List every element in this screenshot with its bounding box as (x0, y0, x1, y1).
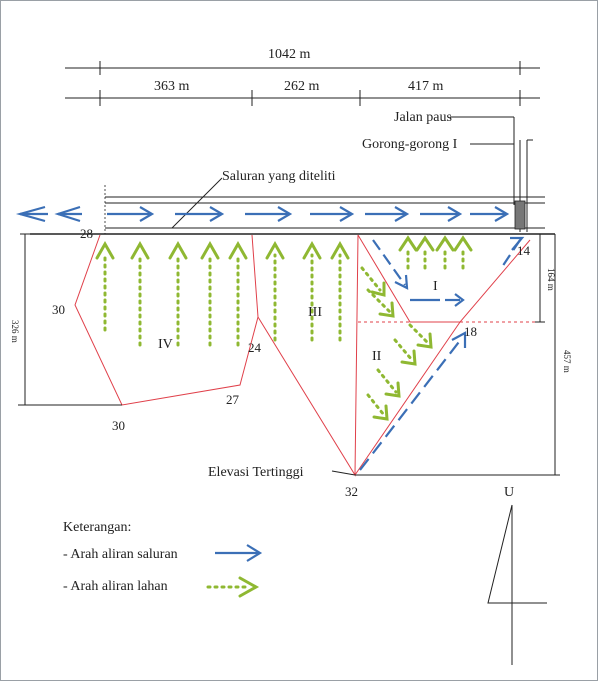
land-flow-arrows (95, 235, 473, 421)
zone-i: I (433, 279, 438, 294)
dim-seg3: 417 m (408, 79, 444, 94)
point-30-bottom: 30 (112, 418, 125, 433)
dim-right-small: 164 m (546, 268, 556, 291)
dim-seg2: 262 m (284, 79, 320, 94)
culvert-marker (514, 200, 526, 230)
point-14: 14 (517, 243, 531, 258)
north-label: U (504, 485, 514, 500)
point-18: 18 (464, 324, 477, 339)
zone-ii: II (372, 349, 382, 364)
label-saluran: Saluran yang diteliti (222, 169, 336, 184)
dim-right-large: 457 m (562, 350, 572, 373)
point-30-left: 30 (52, 302, 65, 317)
dimension-lines (65, 61, 540, 106)
dim-seg1: 363 m (154, 79, 190, 94)
north-arrow-icon: U (487, 485, 547, 665)
label-gorong-gorong: Gorong-gorong I (362, 137, 458, 152)
zone-iv: IV (158, 337, 173, 352)
legend: Keterangan: - Arah aliran saluran - Arah… (63, 520, 263, 598)
label-elevasi: Elevasi Tertinggi (208, 465, 304, 480)
point-32: 32 (345, 484, 358, 499)
dim-total: 1042 m (268, 47, 311, 62)
point-28: 28 (80, 226, 93, 241)
label-jalan-paus: Jalan paus (394, 110, 452, 125)
dim-left-height: 326 m (10, 320, 20, 343)
point-27: 27 (226, 392, 240, 407)
legend-item-channel: - Arah aliran saluran (63, 547, 178, 562)
channel-flow-arrows (15, 205, 510, 223)
legend-item-land: - Arah aliran lahan (63, 579, 168, 594)
legend-land-arrow-icon (206, 576, 260, 598)
zone-flow-arrows (359, 236, 525, 471)
channel (30, 185, 555, 235)
legend-title: Keterangan: (63, 520, 131, 535)
zone-iii: III (308, 305, 322, 320)
catchment-boundaries (74, 234, 531, 477)
legend-channel-arrow-icon (215, 544, 263, 562)
side-dimensions (18, 233, 560, 476)
point-24: 24 (248, 340, 262, 355)
